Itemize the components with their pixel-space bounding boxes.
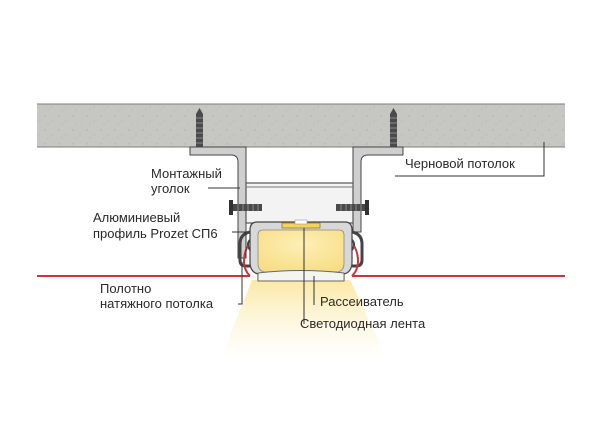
rough-ceiling-label: Черновой потолок [405,156,515,171]
leader-lines [208,142,545,324]
led-strip-label: Светодиодная лента [300,316,426,331]
mounting-corner-label-line2: уголок [151,181,190,196]
concrete-slab [37,103,565,148]
profile-upper-box [245,182,354,224]
stretch-ceiling-canvas [37,245,565,277]
led-strip [281,219,321,229]
canvas-label-line2: натяжного потолка [100,296,214,311]
profile-screw-left [229,200,262,215]
diffuser [257,270,345,282]
leader-canvas [238,262,243,305]
mounting-corner-left [189,146,247,259]
aluminum-profile-label-line2: профиль Prozet СП6 [93,226,218,241]
mounting-corner-label-line1: Монтажный [151,166,222,181]
canvas-label-line1: Полотно [100,281,152,296]
profile-screw-right [336,200,369,215]
aluminum-profile-label-line1: Алюминиевый [93,210,181,225]
diffuser-label: Рассеиватель [320,294,404,309]
leader-aluminum-profile [232,231,247,258]
mounting-corner-right [352,146,404,233]
leader-rough-ceiling [395,142,545,177]
